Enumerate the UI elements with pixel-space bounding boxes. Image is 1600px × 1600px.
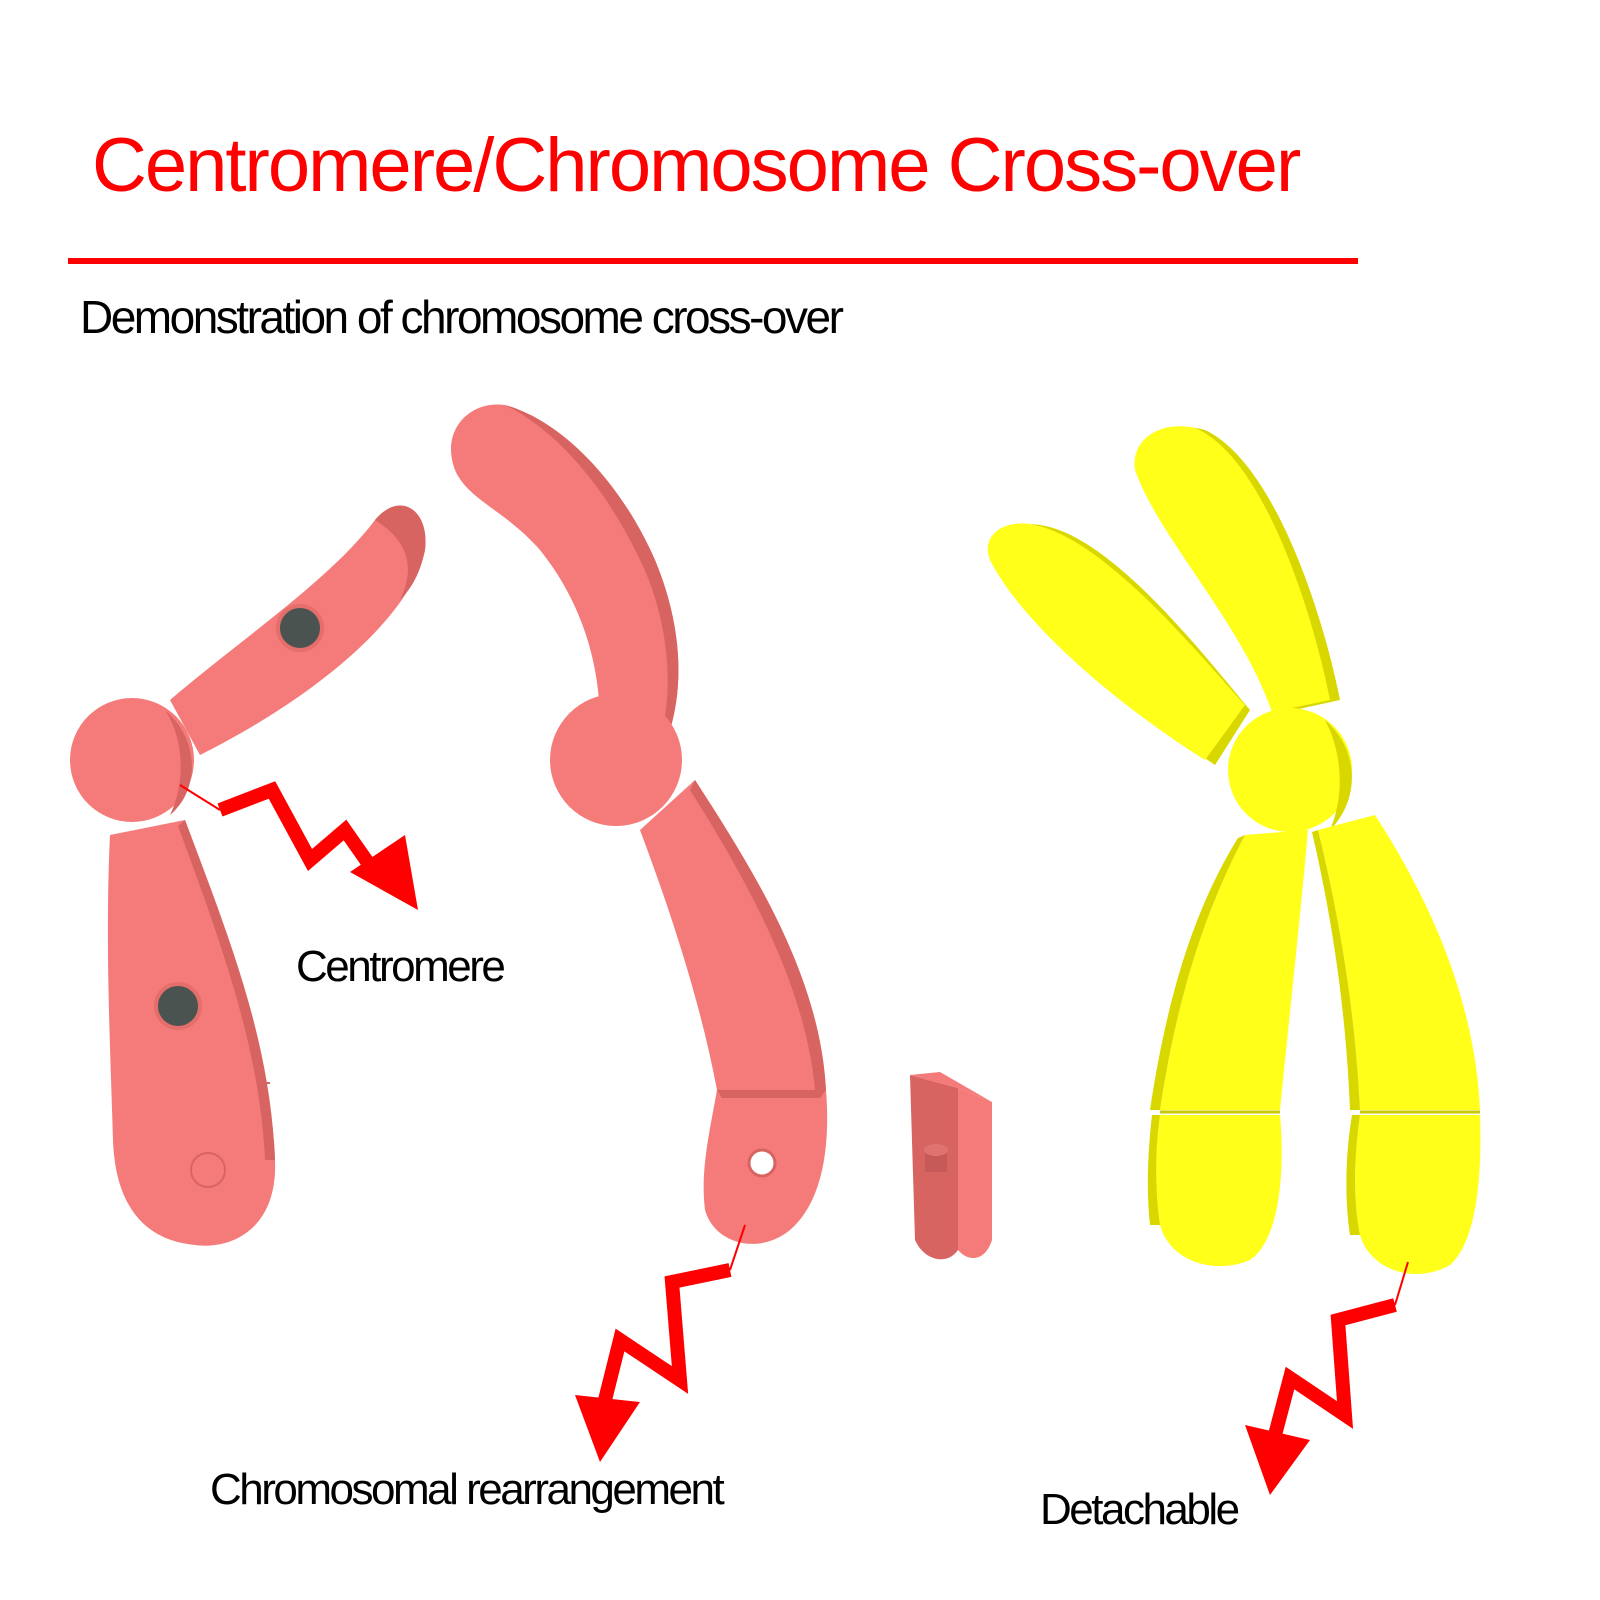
peg-hole-icon: [747, 1148, 777, 1178]
yellow-lower-right-arm: [1318, 815, 1480, 1110]
page-subtitle: Demonstration of chromosome cross-over: [80, 291, 844, 343]
yellow-left-tip: [1156, 1115, 1282, 1267]
label-chromosomal-rearrangement: Chromosomal rearrangement: [210, 1465, 725, 1514]
magnet-dot-icon: [156, 984, 200, 1028]
lightning-arrow-icon: [1268, 1261, 1409, 1437]
label-centromere: Centromere: [296, 942, 506, 991]
title-divider: [68, 258, 1358, 264]
peg-hole-icon: [190, 1152, 226, 1188]
lightning-arrow-icon: [1245, 1425, 1310, 1495]
yellow-centromere-ball: [1228, 708, 1352, 832]
page-title: Centromere/Chromosome Cross-over: [92, 123, 1301, 208]
yellow-upper-right-arm: [1134, 426, 1330, 712]
middle-centromere-ball: [550, 694, 682, 826]
middle-lower-arm: [640, 780, 826, 1090]
left-chromosome: [70, 505, 426, 1246]
magnet-dot-icon: [278, 606, 322, 650]
left-centromere-ball: [70, 698, 194, 822]
yellow-upper-left-arm: [987, 523, 1245, 760]
lightning-arrow-icon: [598, 1224, 746, 1402]
left-lower-arm: [107, 820, 276, 1246]
lightning-arrow-icon: [179, 781, 386, 885]
detached-peg-piece: [910, 1072, 992, 1260]
lightning-arrow-icon: [575, 1395, 640, 1462]
yellow-lower-left-arm: [1160, 830, 1308, 1110]
lightning-arrow-icon: [350, 835, 418, 910]
yellow-chromosome: [987, 426, 1481, 1274]
middle-upper-arm: [451, 404, 679, 730]
yellow-right-tip: [1355, 1115, 1481, 1274]
middle-chromosome: [451, 404, 828, 1244]
label-detachable: Detachable: [1040, 1485, 1240, 1534]
